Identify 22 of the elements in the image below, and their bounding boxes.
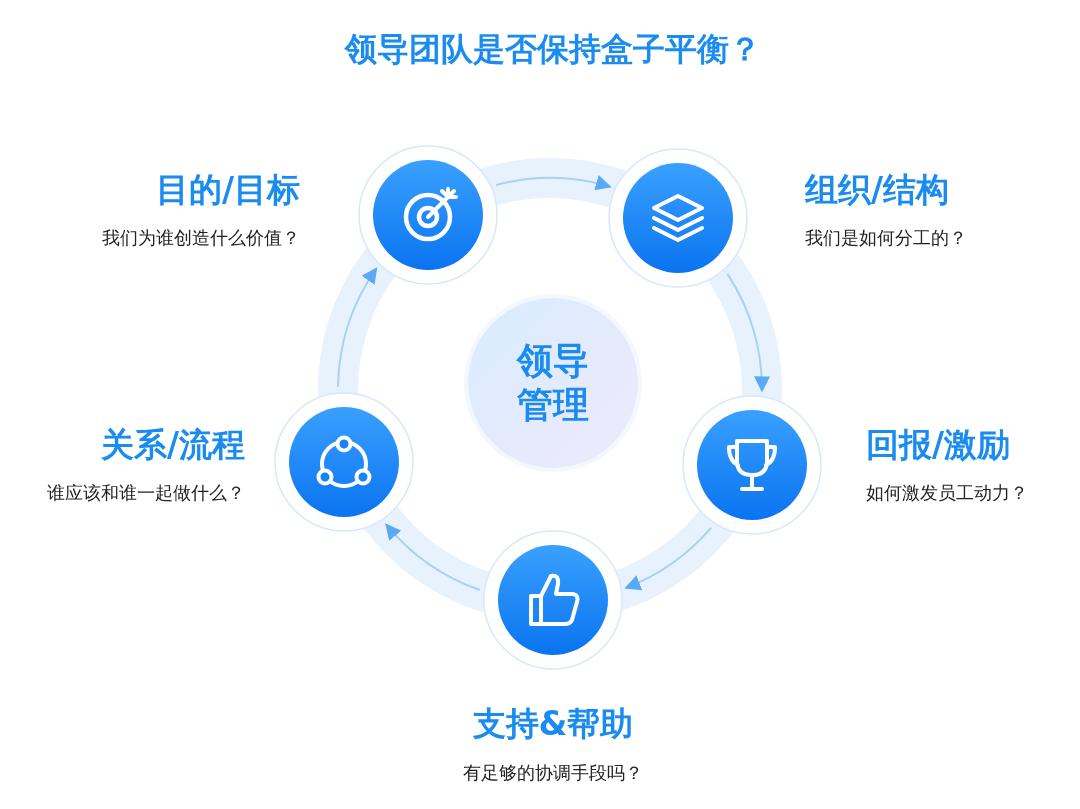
heading: 目的/目标 (155, 169, 300, 211)
center-label: 领导管理 (515, 339, 590, 427)
arrow (495, 175, 612, 192)
arrow (726, 272, 770, 393)
title: 领导团队是否保持盒子平衡？ (343, 29, 762, 70)
question-text: 有足够的协调手段吗？ (462, 761, 644, 785)
arrow (624, 526, 713, 590)
question-text: 如何激发员工动力？ (866, 481, 1028, 505)
arrow (337, 267, 378, 388)
heading: 关系/流程 (100, 424, 245, 466)
question-text: 我们为谁创造什么价值？ (102, 226, 300, 250)
heading: 组织/结构 (805, 169, 950, 211)
icon-circle (274, 392, 414, 532)
heading: 回报/激励 (866, 424, 1011, 466)
icon-circle (483, 530, 623, 670)
icon-circle (358, 145, 498, 285)
icon-circle (608, 148, 748, 288)
arrow (385, 523, 481, 591)
question-text: 我们是如何分工的？ (805, 226, 967, 250)
heading: 支持&帮助 (471, 703, 635, 745)
question-text: 谁应该和谁一起做什么？ (47, 481, 245, 505)
icon-circle (682, 395, 822, 535)
